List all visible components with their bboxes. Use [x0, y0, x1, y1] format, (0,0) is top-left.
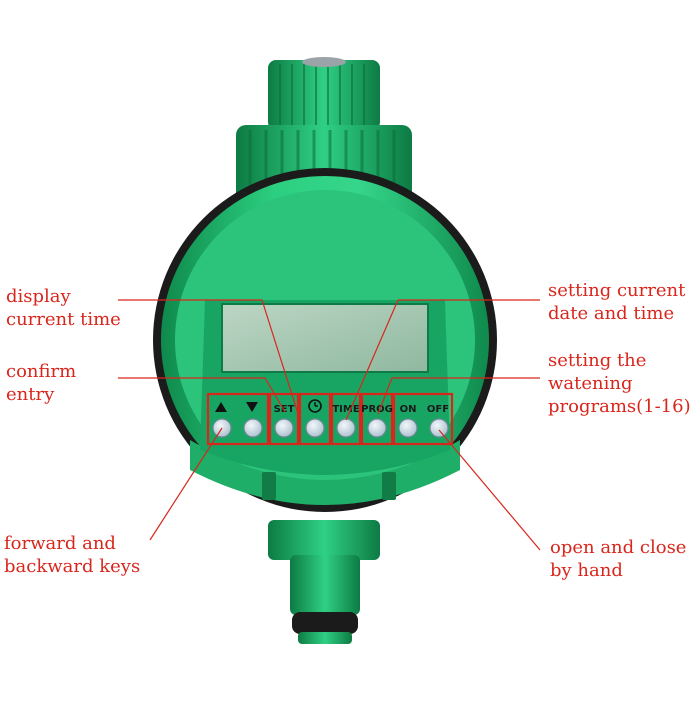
clock-key[interactable] — [305, 418, 325, 438]
off-key[interactable] — [429, 418, 449, 438]
up-arrow-icon — [215, 402, 227, 412]
prog-key-label: PROG — [361, 404, 393, 415]
down-key[interactable] — [243, 418, 263, 438]
on-key-label: ON — [400, 404, 417, 415]
cover-hinges — [262, 472, 396, 500]
outlet-connector — [268, 520, 380, 644]
lcd-screen — [221, 303, 429, 373]
clock-icon — [308, 399, 322, 413]
prog-key[interactable] — [367, 418, 387, 438]
callout-confirm-entry: confirm entry — [6, 361, 77, 405]
callout-setting-programs: setting the watening programs(1-16) — [548, 350, 691, 417]
down-arrow-icon — [246, 402, 258, 412]
off-key-label: OFF — [427, 404, 449, 415]
set-key[interactable] — [274, 418, 294, 438]
time-key[interactable] — [336, 418, 356, 438]
callout-forward-backward: forward and backward keys — [4, 533, 141, 577]
on-key[interactable] — [398, 418, 418, 438]
key-frames — [206, 392, 454, 446]
callout-open-close: open and close by hand — [550, 537, 687, 581]
time-key-label: TIME — [332, 404, 359, 415]
callout-setting-date-time: setting current date and time — [548, 280, 686, 324]
callout-display-time: display current time — [6, 286, 121, 330]
leader-lines — [118, 299, 541, 551]
